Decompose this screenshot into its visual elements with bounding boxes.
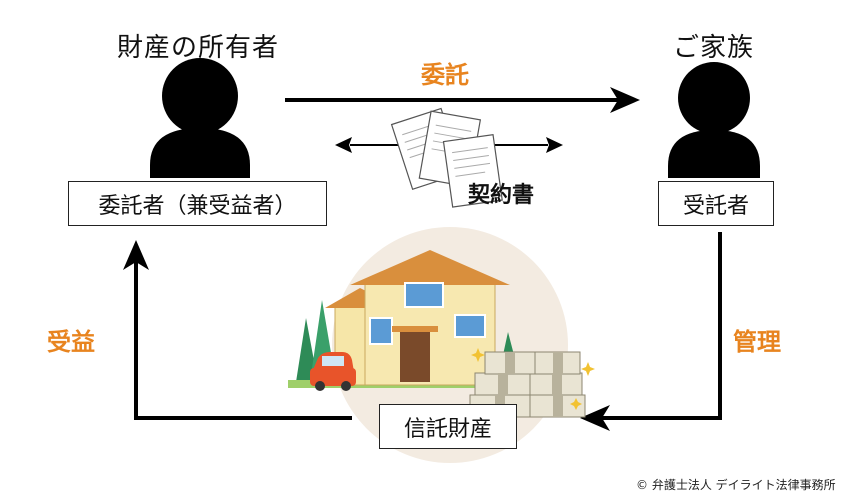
contract-documents-icon (390, 107, 503, 208)
copyright-text: © 弁護士法人 デイライト法律事務所 (636, 478, 836, 492)
family-title: ご家族 (673, 33, 755, 63)
house-icon (325, 250, 510, 386)
contract-label: 契約書 (468, 183, 535, 208)
entrust-arrow (285, 87, 640, 113)
benefit-label: 受益 (47, 328, 95, 356)
trust-property-box: 信託財産 (379, 404, 517, 449)
entrust-label: 委託 (421, 61, 469, 89)
manage-arrow (580, 232, 722, 431)
family-role-box: 受託者 (658, 181, 774, 226)
owner-title: 財産の所有者 (117, 33, 280, 63)
family-person-icon (668, 62, 760, 178)
manage-label: 管理 (733, 328, 781, 356)
trust-property-label: 信託財産 (403, 416, 492, 442)
benefit-arrow (123, 240, 352, 420)
car-icon (310, 352, 356, 391)
family-role-label: 受託者 (682, 193, 749, 219)
owner-role-label: 委託者（兼受益者） (98, 193, 297, 219)
owner-role-box: 委託者（兼受益者） (68, 181, 327, 226)
owner-person-icon (150, 58, 250, 178)
